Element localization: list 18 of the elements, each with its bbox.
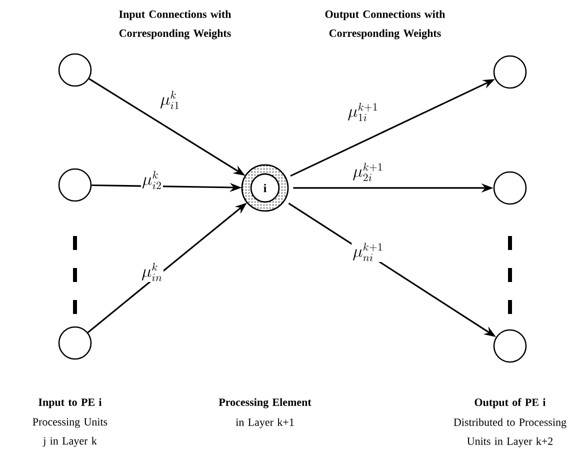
weight-label: $\mu^{k+1}_{2i}$ bbox=[352, 162, 384, 182]
unit-circle bbox=[58, 168, 92, 202]
caption-text: in Layer k+1 bbox=[236, 418, 294, 428]
weight-label: $\mu^{k}_{in}$ bbox=[140, 262, 164, 282]
unit-circle bbox=[58, 326, 92, 360]
heading: Output Connections with Corresponding Weights bbox=[325, 10, 446, 40]
unit-circle bbox=[493, 329, 527, 363]
unit-circle bbox=[493, 55, 527, 89]
unit-circle bbox=[58, 53, 92, 87]
processing-element: i bbox=[241, 164, 289, 212]
weight-label: $\mu^{k}_{i1}$ bbox=[159, 90, 181, 110]
weight-label: $\mu^{k}_{i2}$ bbox=[141, 170, 163, 190]
caption-text: Distributed to Processing Units in Layer k+2 bbox=[454, 418, 566, 448]
weight-label: $\mu^{k+1}_{1i}$ bbox=[346, 102, 380, 122]
unit-circle bbox=[493, 171, 527, 205]
weight-label: $\mu^{k+1}_{ni}$ bbox=[352, 242, 384, 262]
heading: Processing Element bbox=[218, 398, 312, 408]
caption-text: Processing Units j in Layer k bbox=[32, 418, 108, 447]
